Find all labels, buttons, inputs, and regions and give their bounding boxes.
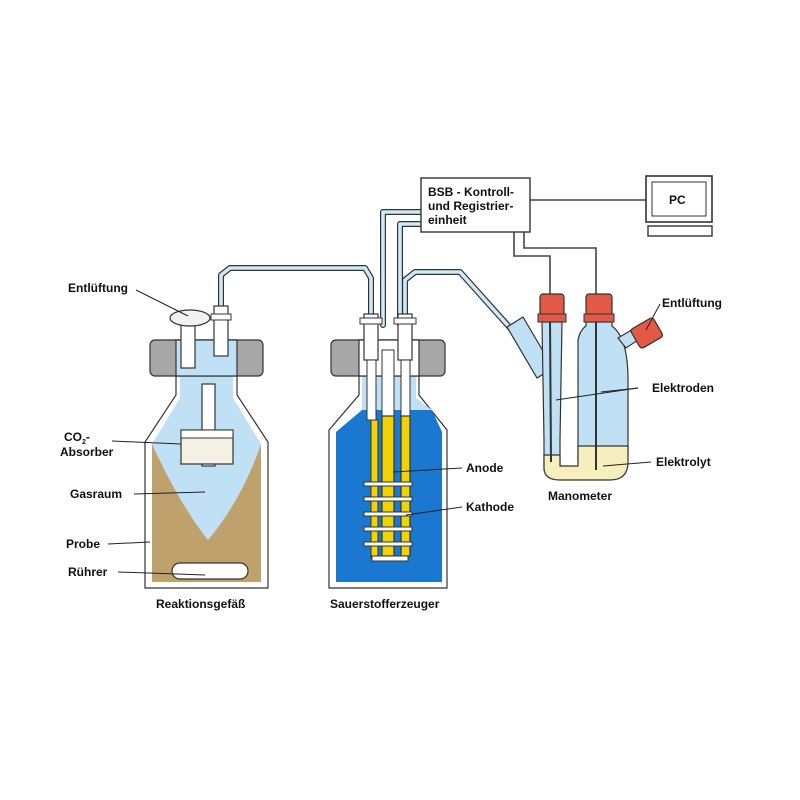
label-absorber: Absorber [60, 445, 114, 459]
control-wiring [380, 199, 646, 328]
control-unit-box [420, 177, 531, 233]
leader-lines [107, 289, 661, 576]
control-unit-label-line1: BSB - Kontroll- [428, 185, 514, 199]
control-unit-label-line2: und Registrier- [428, 199, 513, 213]
reaction-vessel [144, 305, 269, 589]
label-kathode: Kathode [466, 500, 514, 514]
sample-liquid [152, 444, 261, 582]
label-elektrolyt: Elektrolyt [656, 455, 711, 469]
label-sauerstofferzeuger: Sauerstofferzeuger [330, 597, 440, 611]
label-reaktionsgefaess: Reaktionsgefäß [156, 597, 245, 611]
stirrer-bar [171, 562, 249, 580]
control-unit-label-line3: einheit [428, 213, 467, 227]
label-manometer: Manometer [548, 489, 612, 503]
label-gasraum: Gasraum [70, 487, 122, 501]
pc-base [647, 225, 713, 237]
label-anode: Anode [466, 461, 504, 475]
manometer-electrolyte [543, 445, 629, 481]
labels: Entlüftung CO2- Absorber Gasraum Probe R… [60, 281, 722, 611]
vent-knob [169, 309, 211, 327]
oxygen-generator [328, 313, 448, 589]
gas-tubing [218, 265, 515, 333]
manometer [506, 293, 664, 481]
label-entlueftung-left: Entlüftung [68, 281, 128, 295]
manometer-vent-cap [630, 317, 664, 349]
cathode-coil [363, 481, 413, 547]
label-ruehrer: Rührer [68, 565, 108, 579]
control-unit: BSB - Kontroll- und Registrier- einheit [420, 177, 531, 233]
manometer-left-column [541, 321, 563, 471]
label-probe: Probe [66, 537, 100, 551]
label-co2: CO2- [64, 430, 90, 446]
label-entlueftung-right: Entlüftung [662, 296, 722, 310]
pc-computer: PC [645, 175, 713, 237]
pc-label: PC [669, 193, 686, 207]
label-elektroden: Elektroden [652, 381, 714, 395]
headspace [362, 375, 432, 410]
